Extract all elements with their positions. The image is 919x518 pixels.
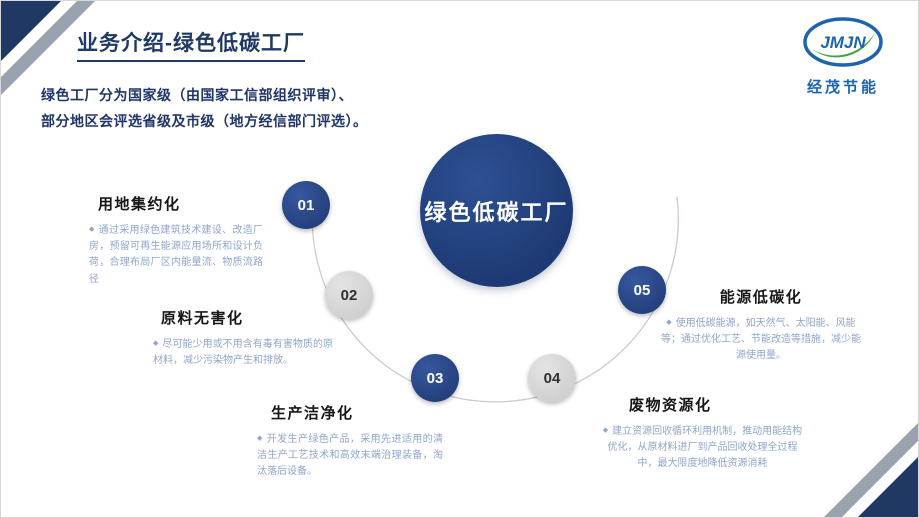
node-04-title: 废物资源化 (629, 397, 712, 414)
node-04-desc-text: 建立资源回收循环利用机制，推动用能结构优化，从原材料进厂到产品回收处理全过程中，… (607, 426, 803, 470)
node-02-number: 02 (340, 286, 358, 304)
node-02-desc-text: 尽可能少用或不用含有毒有害物质的原材料，减少污染物产生和排放。 (153, 339, 333, 367)
node-04-block: 废物资源化 ◆建立资源回收循环利用机制，推动用能结构优化，从原材料进厂到产品回收… (598, 394, 807, 473)
corner-decoration-top-left-navy (1, 1, 61, 61)
intro-line-2: 部分地区会评选省级及市级（地方经信部门评选）。 (41, 112, 368, 129)
node-03-circle: 03 (411, 354, 459, 402)
node-01-desc-text: 通过采用绿色建筑技术建设、改造厂房，预留可再生能源应用场所和设计负荷，合理布局厂… (89, 225, 263, 285)
node-05-title: 能源低碳化 (719, 289, 803, 306)
node-02-desc: ◆尽可能少用或不用含有毒有害物质的原材料，减少污染物产生和排放。 (153, 337, 333, 369)
logo-initials: JMJN (820, 33, 866, 52)
logo-ellipse (803, 17, 883, 67)
node-05-number: 05 (633, 281, 651, 299)
diamond-bullet-icon: ◆ (666, 319, 672, 326)
diamond-bullet-icon: ◆ (89, 226, 95, 233)
page-title: 业务介绍-绿色低碳工厂 (77, 27, 305, 62)
intro-text: 绿色工厂分为国家级（由国家工信部组织评审）、 部分地区会评选省级及市级（地方经信… (41, 83, 368, 135)
node-05-desc: ◆使用低碳能源，如天然气、太阳能、风能等；通过优化工艺、节能改造等措施，减少能源… (661, 316, 861, 365)
jmjn-logo-icon: JMJN (803, 17, 883, 67)
node-02-title: 原料无害化 (161, 310, 244, 327)
node-02-circle: 02 (325, 271, 373, 319)
center-node: 绿色低碳工厂 (420, 134, 573, 287)
node-05-desc-text: 使用低碳能源，如天然气、太阳能、风能等；通过优化工艺、节能改造等措施，减少能源使… (661, 318, 861, 362)
node-05-block: 能源低碳化 ◆使用低碳能源，如天然气、太阳能、风能等；通过优化工艺、节能改造等措… (661, 286, 861, 365)
node-03-desc: ◆开发生产绿色产品，采用先进适用的清洁生产工艺技术和高效末端治理装备，淘汰落后设… (257, 432, 443, 481)
company-logo: JMJN 经茂节能 (798, 15, 888, 97)
node-03-block: 生产洁净化 ◆开发生产绿色产品，采用先进适用的清洁生产工艺技术和高效末端治理装备… (257, 402, 443, 481)
diamond-bullet-icon: ◆ (257, 435, 263, 442)
node-01-block: 用地集约化 ◆通过采用绿色建筑技术建设、改造厂房，预留可再生能源应用场所和设计负… (89, 193, 263, 288)
node-03-desc-text: 开发生产绿色产品，采用先进适用的清洁生产工艺技术和高效末端治理装备，淘汰落后设备… (257, 434, 444, 478)
node-01-number: 01 (297, 196, 315, 214)
node-01-circle: 01 (282, 181, 330, 229)
node-04-number: 04 (543, 369, 561, 387)
node-03-number: 03 (426, 369, 444, 387)
corner-decoration-bottom-right-navy (858, 457, 918, 517)
node-03-title: 生产洁净化 (271, 405, 354, 422)
node-04-circle: 04 (528, 354, 576, 402)
node-02-block: 原料无害化 ◆尽可能少用或不用含有毒有害物质的原材料，减少污染物产生和排放。 (153, 307, 333, 369)
node-01-title: 用地集约化 (98, 196, 181, 213)
diamond-bullet-icon: ◆ (153, 340, 159, 347)
diamond-bullet-icon: ◆ (602, 427, 609, 434)
company-name: 经茂节能 (806, 79, 879, 96)
node-04-desc: ◆建立资源回收循环利用机制，推动用能结构优化，从原材料进厂到产品回收处理全过程中… (598, 424, 807, 473)
node-05-circle: 05 (618, 266, 666, 314)
node-01-desc: ◆通过采用绿色建筑技术建设、改造厂房，预留可再生能源应用场所和设计负荷，合理布局… (89, 223, 263, 288)
center-node-label: 绿色低碳工厂 (424, 199, 569, 225)
intro-line-1: 绿色工厂分为国家级（由国家工信部组织评审）、 (41, 87, 353, 103)
